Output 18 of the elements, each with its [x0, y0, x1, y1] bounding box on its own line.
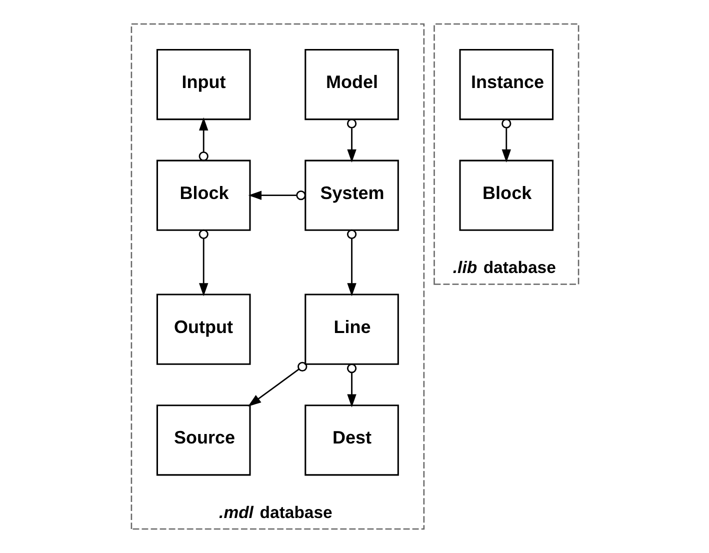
node-box: Output	[156, 294, 250, 365]
arrow	[346, 364, 356, 408]
arrow	[346, 229, 356, 296]
arrow	[346, 118, 356, 163]
node-box: Source	[156, 404, 250, 476]
node-box: Block	[458, 160, 554, 231]
node-box: Model	[304, 48, 398, 120]
node-box: Block	[156, 160, 250, 231]
node-box: Line	[304, 294, 398, 365]
node-box: Dest	[304, 404, 398, 476]
arrow	[198, 117, 208, 162]
arrow	[248, 190, 306, 200]
node-box: Instance	[458, 48, 554, 120]
arrow	[501, 118, 511, 163]
arrow	[198, 229, 208, 296]
node-box: Input	[156, 48, 250, 120]
node-box: System	[304, 160, 398, 231]
arrow	[247, 362, 307, 406]
